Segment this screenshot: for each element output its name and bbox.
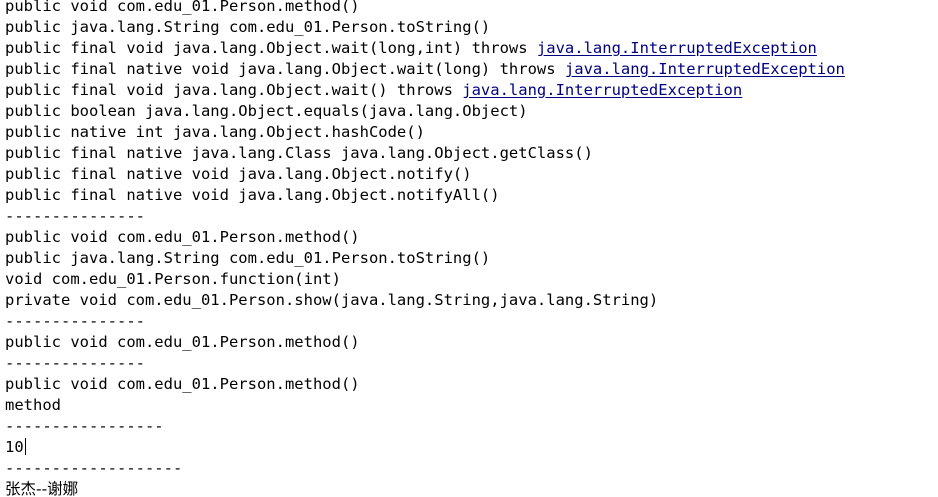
console-line: public final native java.lang.Class java… — [5, 144, 593, 162]
exception-link[interactable]: java.lang.InterruptedException — [564, 60, 845, 78]
console-line: private void com.edu_01.Person.show(java… — [5, 291, 659, 309]
console-line: public final native void java.lang.Objec… — [5, 186, 500, 204]
console-line: public final native void java.lang.Objec… — [5, 59, 845, 80]
console-line: public boolean java.lang.Object.equals(j… — [5, 102, 528, 120]
separator-line: --------------- — [5, 207, 145, 225]
console-line-text: 10 — [5, 438, 24, 456]
console-line: public void com.edu_01.Person.method() — [5, 0, 360, 15]
exception-link[interactable]: java.lang.InterruptedException — [536, 39, 817, 57]
separator-line: --------------- — [5, 312, 145, 330]
console-line: public final void java.lang.Object.wait(… — [5, 38, 817, 59]
console-line: void com.edu_01.Person.function(int) — [5, 270, 341, 288]
console-line-text: 张杰--谢娜 — [5, 480, 79, 497]
console-line: public native int java.lang.Object.hashC… — [5, 123, 425, 141]
separator-line: --------------- — [5, 354, 145, 372]
console-line: public void com.edu_01.Person.method() — [5, 333, 360, 351]
console-line: public void com.edu_01.Person.method() — [5, 375, 360, 393]
console-input-line: 10 — [5, 437, 26, 458]
text-cursor — [24, 438, 26, 455]
exception-link[interactable]: java.lang.InterruptedException — [462, 81, 743, 99]
separator-line: ------------------- — [5, 459, 183, 477]
console-line: public java.lang.String com.edu_01.Perso… — [5, 18, 491, 36]
console-line: method — [5, 396, 61, 414]
console-line-text: public final void java.lang.Object.wait(… — [5, 39, 537, 57]
separator-line: ----------------- — [5, 417, 164, 435]
console-line: public final void java.lang.Object.wait(… — [5, 80, 742, 101]
console-line: 张杰--谢娜 — [5, 479, 78, 497]
console-line-text: public final native void java.lang.Objec… — [5, 60, 565, 78]
console-line-text: public final void java.lang.Object.wait(… — [5, 81, 463, 99]
console-line: public void com.edu_01.Person.method() — [5, 228, 360, 246]
console-line: public java.lang.String com.edu_01.Perso… — [5, 249, 491, 267]
console-line: public final native void java.lang.Objec… — [5, 165, 472, 183]
